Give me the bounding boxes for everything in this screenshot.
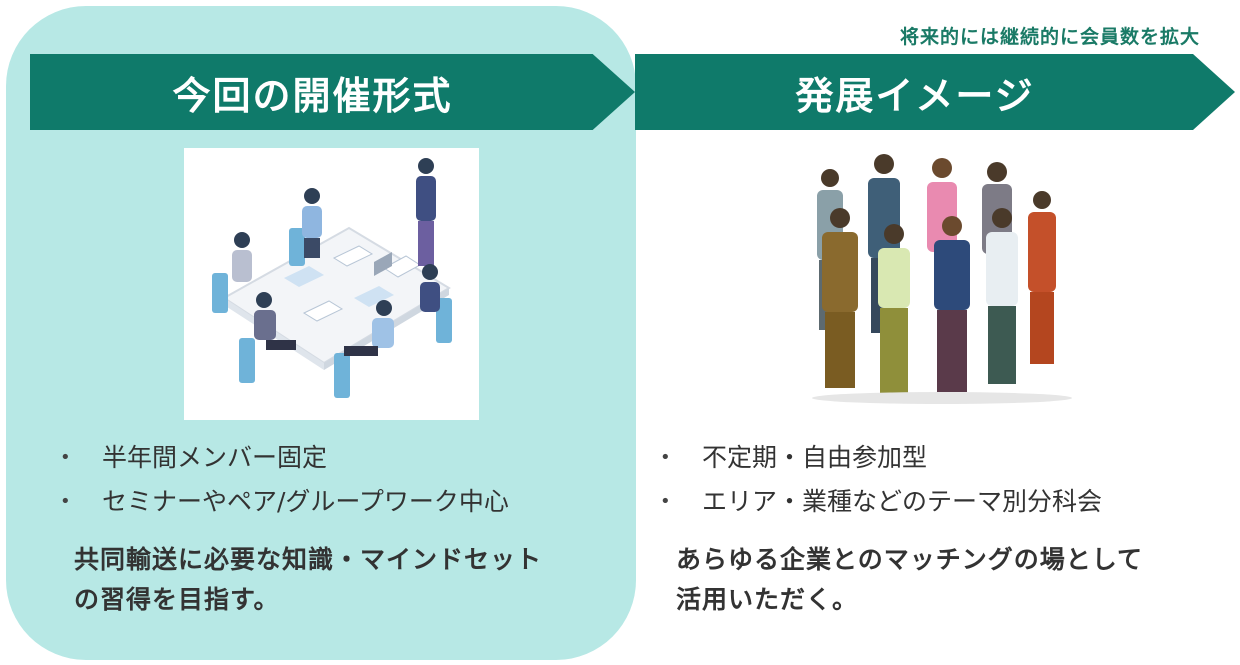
right-summary-line: 活用いただく。 bbox=[676, 585, 859, 614]
right-summary: あらゆる企業とのマッチングの場として 活用いただく。 bbox=[676, 540, 1216, 620]
left-summary-line: 共同輸送に必要な知識・マインドセット bbox=[74, 545, 543, 574]
right-summary-line: あらゆる企業とのマッチングの場として bbox=[676, 545, 1144, 574]
meeting-table-icon bbox=[212, 158, 452, 398]
left-summary-line: の習得を目指す。 bbox=[74, 585, 280, 614]
left-bullet-item: 半年間メンバー固定 bbox=[60, 436, 509, 480]
meeting-illustration bbox=[184, 148, 479, 420]
right-bullet-list: 不定期・自由参加型 エリア・業種などのテーマ別分科会 bbox=[660, 436, 1102, 524]
right-header-title: 発展イメージ bbox=[795, 73, 1035, 118]
left-header-arrow: 今回の開催形式 bbox=[30, 54, 635, 130]
left-bullet-item: セミナーやペア/グループワーク中心 bbox=[60, 480, 509, 524]
left-summary: 共同輸送に必要な知識・マインドセット の習得を目指す。 bbox=[74, 540, 614, 620]
left-bullet-list: 半年間メンバー固定 セミナーやペア/グループワーク中心 bbox=[60, 436, 509, 524]
right-header-arrow: 発展イメージ bbox=[635, 54, 1235, 130]
future-note: 将来的には継続的に会員数を拡大 bbox=[899, 26, 1200, 48]
group-illustration bbox=[792, 148, 1092, 410]
right-bullet-item: 不定期・自由参加型 bbox=[660, 436, 1102, 480]
right-bullet-item: エリア・業種などのテーマ別分科会 bbox=[660, 480, 1102, 524]
left-header-title: 今回の開催形式 bbox=[172, 73, 453, 118]
people-group-icon bbox=[812, 154, 1072, 404]
